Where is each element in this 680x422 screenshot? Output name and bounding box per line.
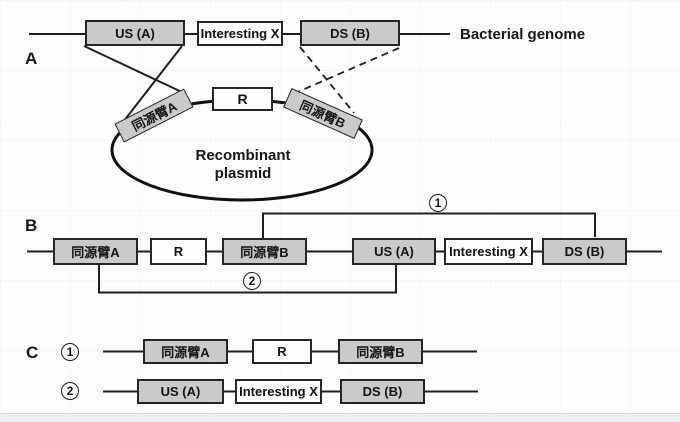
c1-marker-r-box: R xyxy=(252,339,312,364)
circled-1-badge-c: 1 xyxy=(61,343,79,361)
b-interesting-x-box: Interesting X xyxy=(444,238,533,265)
section-c-label: C xyxy=(26,343,39,362)
recombinant-plasmid-caption: Recombinant plasmid xyxy=(163,147,323,183)
section-a-label: A xyxy=(25,49,38,68)
b-ds-b-box: DS (B) xyxy=(542,238,627,265)
section-b-label: B xyxy=(25,216,38,235)
circled-1-badge-b: 1 xyxy=(429,194,447,212)
circled-2-badge-b: 2 xyxy=(243,272,261,290)
bottom-strip xyxy=(0,413,680,422)
circled-2-badge-c: 2 xyxy=(61,382,79,400)
crossover-dashed-line-2 xyxy=(292,47,400,95)
recombinant-plasmid-caption-line2: plasmid xyxy=(214,165,272,182)
c1-homology-arm-a-box: 同源臂A xyxy=(143,339,228,364)
crossover-solid-line-2 xyxy=(119,45,183,127)
b-homology-arm-a-box: 同源臂A xyxy=(53,238,138,265)
recombinant-plasmid-caption-line1: Recombinant xyxy=(195,147,291,164)
c1-homology-arm-b-box: 同源臂B xyxy=(338,339,423,364)
plasmid-marker-r-box: R xyxy=(212,87,273,111)
bracket-2 xyxy=(98,264,397,294)
genome-ds-b-box: DS (B) xyxy=(300,20,400,46)
c2-us-a-box: US (A) xyxy=(137,379,224,404)
b-us-a-box: US (A) xyxy=(352,238,436,265)
b-homology-arm-b-box: 同源臂B xyxy=(222,238,307,265)
c2-ds-b-box: DS (B) xyxy=(340,379,425,404)
genome-interesting-x-box: Interesting X xyxy=(197,21,283,46)
bracket-1 xyxy=(262,212,596,238)
genome-us-a-box: US (A) xyxy=(85,20,185,46)
b-marker-r-box: R xyxy=(150,238,207,265)
bacterial-genome-label: Bacterial genome xyxy=(460,26,586,43)
c2-interesting-x-box: Interesting X xyxy=(235,379,322,404)
crossover-solid-line-1 xyxy=(83,45,187,95)
